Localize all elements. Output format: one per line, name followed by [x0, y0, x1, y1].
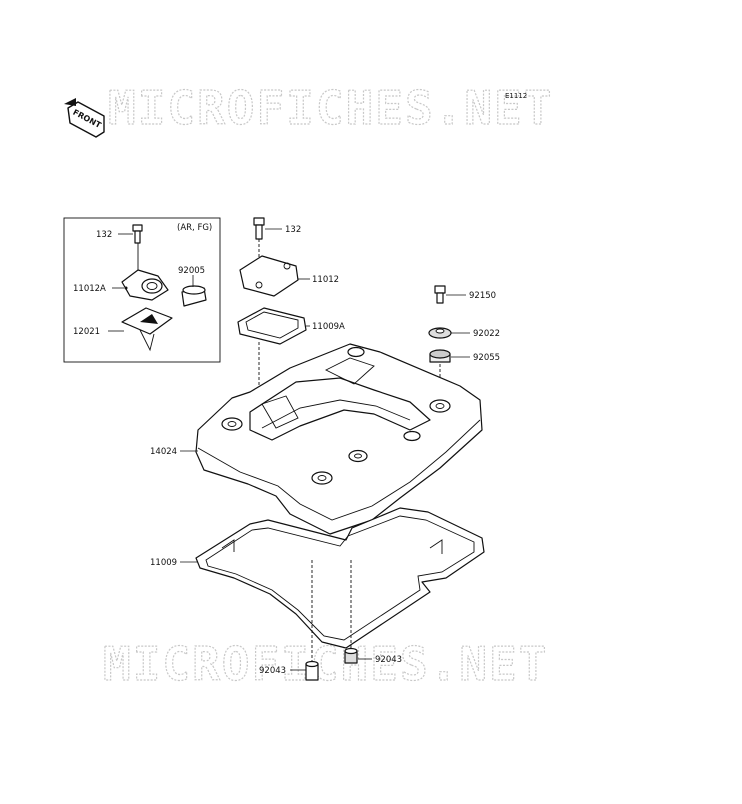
- label-92005: 92005: [178, 266, 205, 276]
- label-12021: 12021: [73, 327, 100, 337]
- label-92043-left: 92043: [259, 666, 286, 676]
- bolt-92150: [434, 285, 446, 304]
- label-92150: 92150: [469, 291, 496, 301]
- front-arrow-icon: FRONT: [64, 98, 105, 138]
- inset-housing-11012a: [121, 269, 169, 301]
- inset-note: (AR, FG): [177, 223, 212, 233]
- watermark-top: MICROFICHES.NET: [108, 81, 553, 135]
- label-11009: 11009: [150, 558, 177, 568]
- label-14024: 14024: [150, 447, 177, 457]
- label-92022: 92022: [473, 329, 500, 339]
- label-11009a: 11009A: [312, 322, 345, 332]
- inset-box: [63, 217, 221, 363]
- grommet-92055: [429, 349, 451, 363]
- inset-sleeve-92005: [181, 285, 207, 307]
- label-132: 132: [285, 225, 301, 235]
- bolt-132: [253, 217, 265, 262]
- washer-92022: [428, 327, 452, 339]
- gasket-11009: [195, 507, 485, 649]
- watermark-bottom: MICROFICHES.NET: [103, 637, 548, 691]
- diagram-code: E1112: [505, 92, 527, 100]
- dowel-92043-left: [305, 660, 319, 681]
- label-92043-right: 92043: [375, 655, 402, 665]
- dowel-92043-right: [344, 647, 358, 664]
- label-11012: 11012: [312, 275, 339, 285]
- plate-11012: [239, 255, 299, 297]
- inset-bolt-132: [132, 224, 143, 278]
- label-132-inset: 132: [96, 230, 112, 240]
- label-11012a: 11012A: [73, 284, 106, 294]
- inset-pad-12021: [121, 307, 173, 352]
- label-92055: 92055: [473, 353, 500, 363]
- head-cover-14024: [195, 343, 483, 535]
- gasket-11009a: [237, 307, 307, 345]
